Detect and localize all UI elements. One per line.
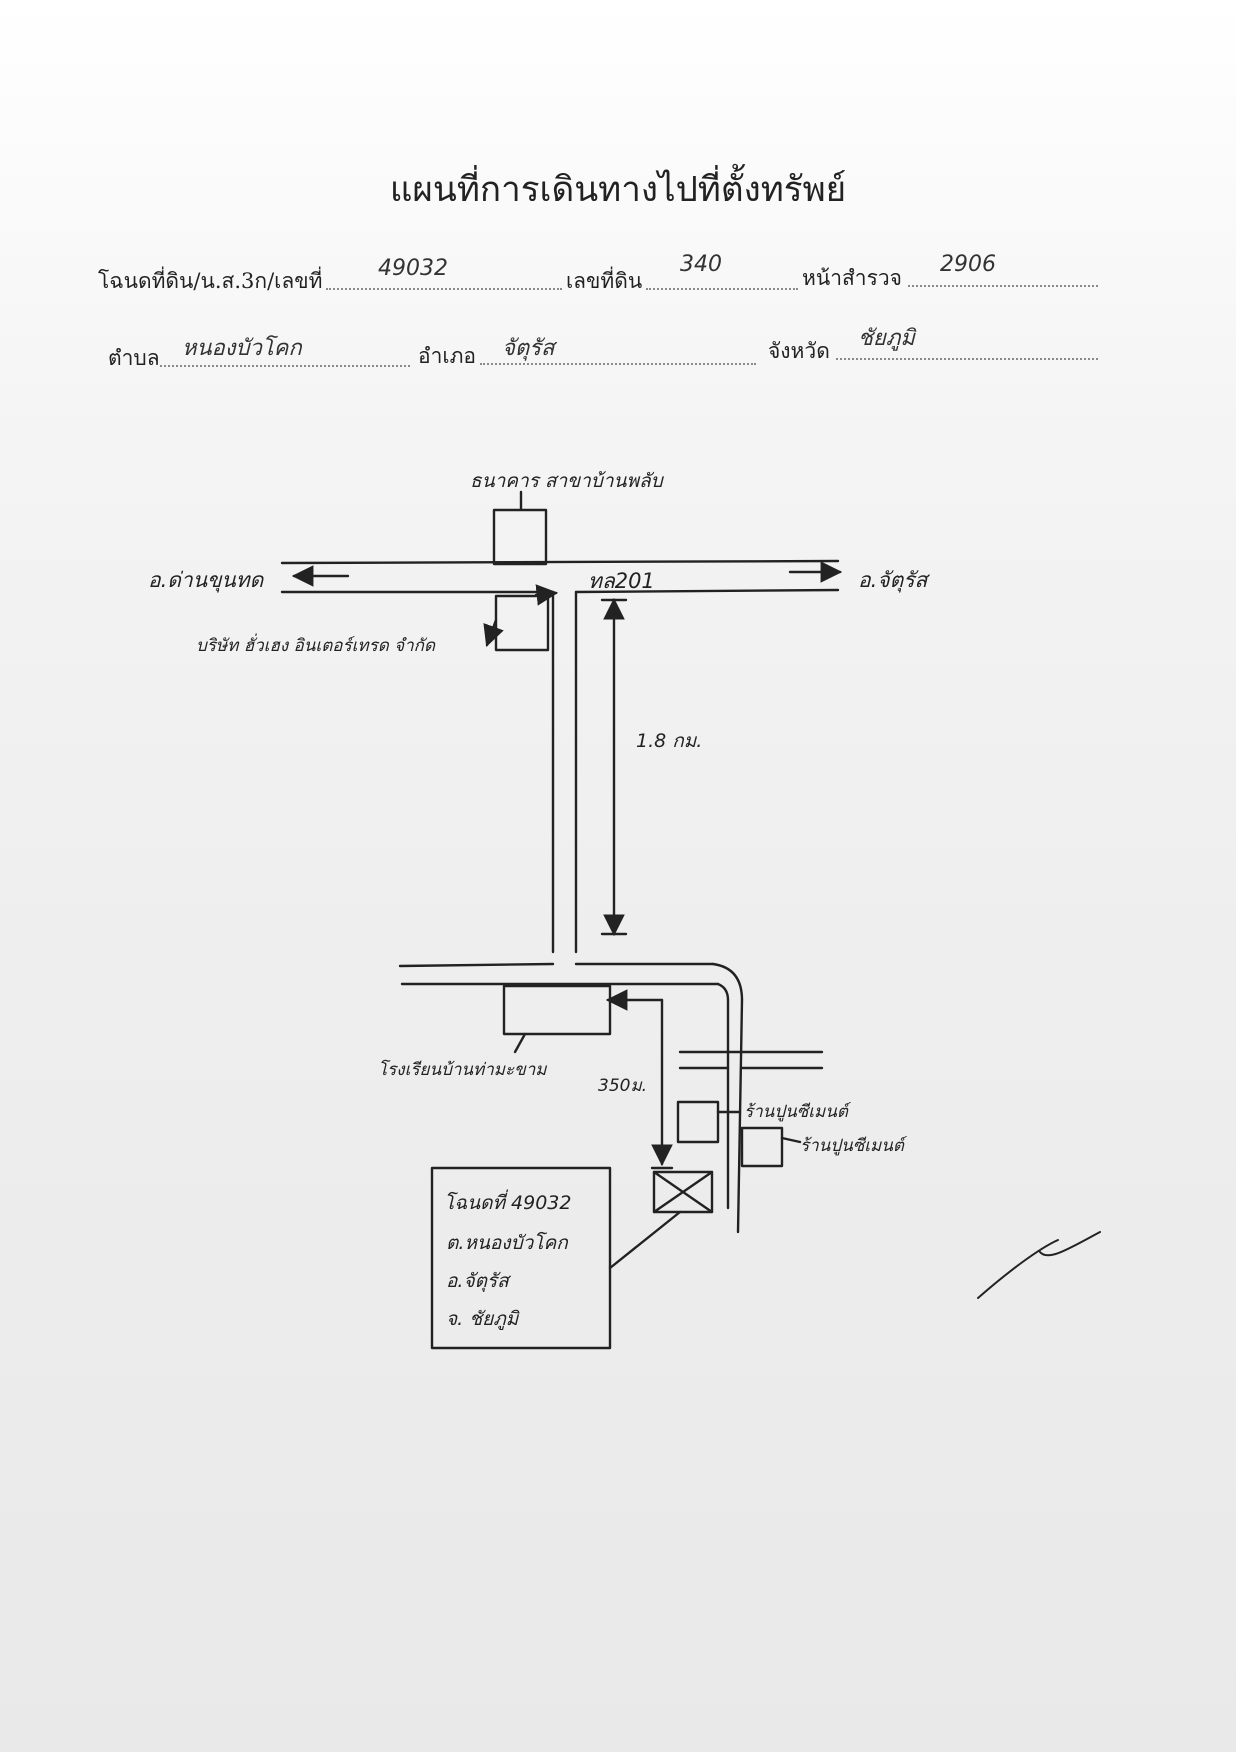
distance-2-label: 350ม. (598, 1076, 648, 1096)
company-pointer (534, 584, 559, 606)
shop-building-1 (676, 1100, 720, 1144)
distance-marker-2 (610, 998, 674, 1170)
province-label: จังหวัด (768, 339, 830, 363)
deed-label: โฉนดที่ดิน/น.ส.3ก/เลขที่ (98, 269, 323, 293)
distance-marker-1 (600, 597, 628, 937)
land-number-value: 340 (680, 252, 722, 277)
property-district-line: อ.จัตุรัส (446, 1270, 509, 1292)
property-province-line: จ. ชัยภูมิ (446, 1308, 519, 1330)
cross-road (678, 1050, 824, 1070)
land-number-dotline (646, 288, 798, 290)
shop-2-leader (780, 1136, 802, 1144)
property-parcel (652, 1170, 714, 1214)
province-dotline (836, 358, 1098, 360)
bank-label: ธนาคาร สาขาบ้านพลับ (470, 470, 663, 492)
property-info-box (430, 1166, 612, 1350)
east-destination-label: อ.จัตุรัส (858, 568, 928, 592)
property-leader (608, 1210, 682, 1270)
subdistrict-label: ตำบล (108, 346, 160, 370)
property-subdistrict-line: ต.หนองบัวโคก (446, 1232, 568, 1254)
school-leader (513, 1032, 527, 1054)
company-leader (483, 618, 504, 648)
land-number-label: เลขที่ดิน (566, 269, 643, 293)
highway-201 (280, 559, 840, 594)
signature-mark (977, 1231, 1101, 1299)
school-building (502, 984, 612, 1036)
company-label: บริษัท ฮั่วเฮง อินเตอร์เทรด จำกัด (196, 636, 436, 656)
district-value: จัตุรัส (502, 336, 555, 361)
subdistrict-value: หนองบัวโคก (182, 336, 302, 361)
side-road (398, 590, 744, 1234)
school-label: โรงเรียนบ้านท่ามะขาม (378, 1060, 547, 1080)
property-deed-line: โฉนดที่ 49032 (444, 1192, 572, 1214)
subdistrict-dotline (160, 365, 410, 367)
west-destination-label: อ.ด่านขุนทด (148, 568, 264, 592)
direction-arrows (291, 561, 843, 587)
shop-label-2: ร้านปูนซีเมนต์ (800, 1136, 904, 1156)
district-dotline (480, 363, 756, 365)
page-title: แผนที่การเดินทางไปที่ตั้งทรัพย์ (389, 170, 847, 210)
survey-page-label: หน้าสำรวจ (802, 266, 902, 290)
survey-page-value: 2906 (940, 252, 996, 277)
deed-dotline (326, 288, 562, 290)
highway-label: ทล201 (588, 569, 655, 593)
province-value: ชัยภูมิ (858, 326, 915, 351)
deed-value: 49032 (378, 256, 448, 281)
bank-building (492, 508, 548, 566)
shop-building-2 (740, 1126, 784, 1168)
shop-label-1: ร้านปูนซีเมนต์ (744, 1102, 848, 1122)
district-label: อำเภอ (418, 344, 477, 368)
company-building (494, 594, 550, 652)
survey-page-dotline (908, 285, 1098, 287)
distance-1-label: 1.8 กม. (636, 730, 703, 752)
